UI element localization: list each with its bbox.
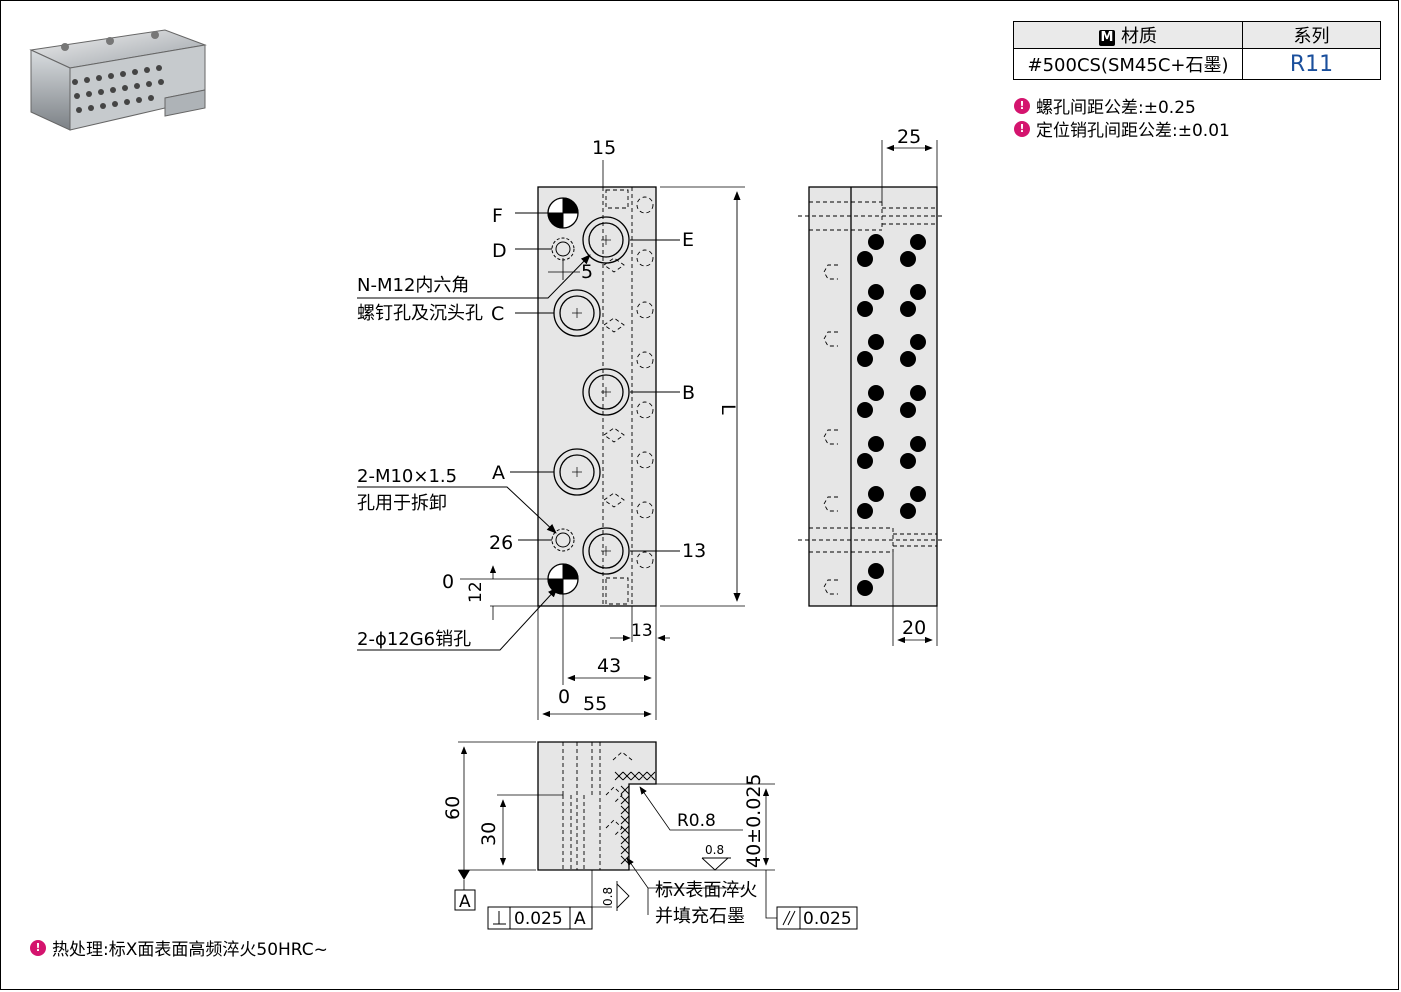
- product-photo: [29, 29, 207, 131]
- screw-hole-callout-1: N-M12内六角: [357, 275, 469, 296]
- side-view: [798, 140, 945, 646]
- dim-5: 5: [581, 261, 593, 283]
- pin-hole-callout: 2-ϕ12G6销孔: [357, 629, 471, 650]
- note-pin-tolerance: ! 定位销孔间距公差:±0.01: [1014, 116, 1230, 141]
- dim-0-bottom: 0: [558, 686, 570, 708]
- dim-15: 15: [592, 137, 616, 159]
- info-bulb-icon: !: [1014, 120, 1030, 137]
- dim-13-right: 13: [682, 540, 706, 562]
- dim-30: 30: [478, 822, 500, 846]
- roughness-1: 0.8: [705, 843, 724, 857]
- note-heat-treatment: ! 热处理:标X面表面高频淬火50HRC~: [30, 935, 328, 960]
- series-header: 系列: [1242, 21, 1381, 49]
- hardened-surface-hatch: [614, 771, 656, 865]
- front-hidden-lines: [602, 187, 654, 606]
- par-value: 0.025: [803, 909, 852, 929]
- label-B: B: [682, 382, 695, 404]
- photo-holes: [61, 31, 164, 113]
- note-pin-tolerance-text: 定位销孔间距公差:±0.01: [1036, 121, 1230, 141]
- note-screw-tolerance: ! 螺孔间距公差:±0.25: [1014, 93, 1196, 118]
- note-heat-treatment-text: 热处理:标X面表面高频淬火50HRC~: [52, 940, 328, 960]
- front-view: [357, 160, 745, 720]
- label-E: E: [682, 229, 694, 251]
- perp-value: 0.025: [514, 909, 563, 929]
- screw-holes: [553, 216, 630, 575]
- dim-13-bottom: 13: [631, 621, 653, 641]
- dim-43: 43: [597, 655, 621, 677]
- removal-callout-1: 2-M10×1.5: [357, 466, 457, 487]
- screw-hole-callout-2: 螺钉孔及沉头孔: [357, 303, 483, 324]
- dim-40: 40±0.025: [743, 774, 765, 869]
- dim-20: 20: [902, 617, 926, 639]
- series-value: R11: [1242, 48, 1381, 80]
- roughness-2: 0.8: [601, 887, 615, 906]
- dim-L: L: [717, 404, 739, 415]
- label-C: C: [491, 303, 504, 325]
- removal-callout-2: 孔用于拆卸: [357, 493, 447, 514]
- end-view: [454, 741, 858, 930]
- dim-25: 25: [897, 126, 921, 148]
- label-D: D: [492, 240, 507, 262]
- perp-datum: A: [574, 909, 586, 929]
- material-header-cell: M 材质: [1013, 21, 1243, 49]
- datum-A: A: [459, 892, 471, 912]
- surface-note-1: 标X表面淬火: [655, 880, 757, 901]
- spec-table: M 材质 系列 #500CS(SM45C+石墨) R11: [1013, 21, 1381, 80]
- info-bulb-icon: !: [1014, 97, 1030, 114]
- material-header: 材质: [1121, 26, 1157, 47]
- material-value: #500CS(SM45C+石墨): [1013, 48, 1243, 80]
- surface-note-2: 并填充石墨: [655, 906, 745, 927]
- center-marks: [572, 235, 611, 556]
- material-badge-icon: M: [1099, 30, 1115, 46]
- dim-55: 55: [583, 693, 607, 715]
- fillet-r08: R0.8: [677, 811, 716, 831]
- info-bulb-icon: !: [30, 939, 46, 956]
- label-A: A: [492, 462, 505, 484]
- graphite-plugs: [857, 234, 926, 596]
- dim-60: 60: [442, 796, 464, 820]
- note-screw-tolerance-text: 螺孔间距公差:±0.25: [1036, 98, 1196, 118]
- dim-0-left: 0: [442, 571, 454, 593]
- label-F: F: [492, 205, 503, 227]
- dim-26: 26: [489, 532, 513, 554]
- dim-12: 12: [466, 581, 486, 603]
